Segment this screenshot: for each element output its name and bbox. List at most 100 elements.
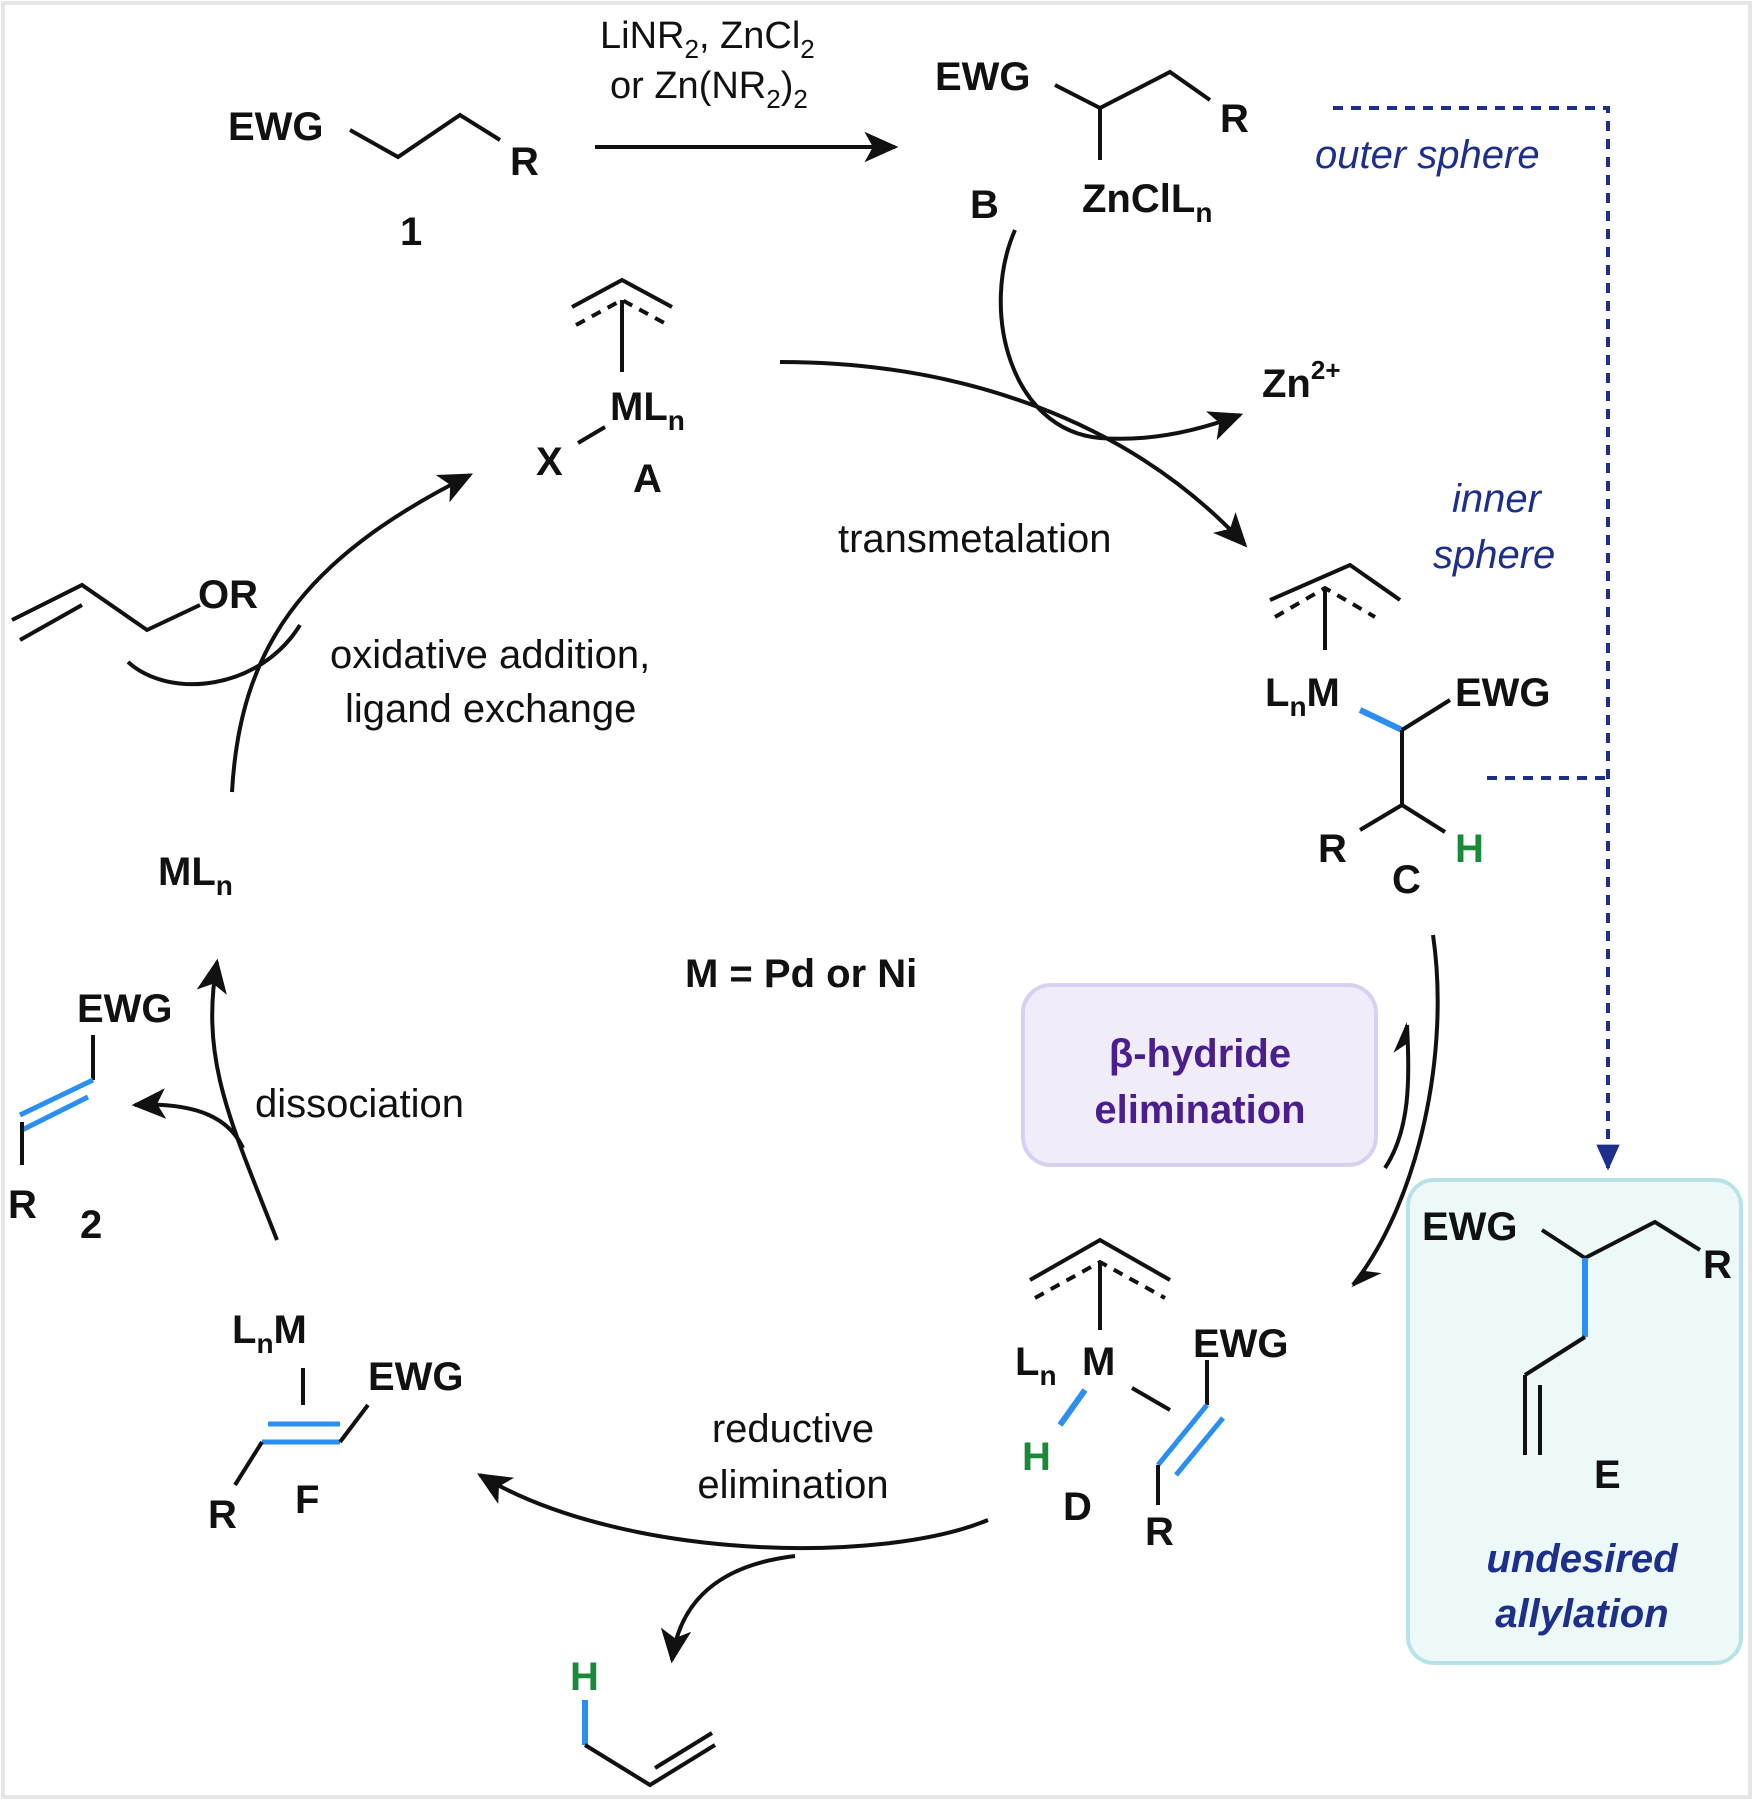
propene: H (570, 1655, 717, 1788)
compound-1-ewg: EWG (228, 105, 324, 149)
zn-byproduct: Zn2+ (1262, 355, 1341, 406)
complex-c-ewg: EWG (1455, 671, 1551, 715)
allyl-substrate-or: OR (198, 573, 258, 617)
inner-sphere-label-2: sphere (1433, 533, 1555, 577)
complex-f-ewg-bond (338, 1403, 370, 1444)
product-e-ewg: EWG (1422, 1205, 1518, 1249)
beta-reverse-arrow (1383, 1022, 1411, 1170)
complex-a-ml: MLn (610, 385, 685, 436)
compound-1-label: 1 (400, 210, 422, 254)
oxidative-addition-arrow (230, 473, 474, 793)
product-e-label: E (1594, 1453, 1621, 1497)
complex-a-allyl (571, 277, 673, 309)
reductive-label-1: reductive (712, 1407, 874, 1451)
metal-note: M = Pd or Ni (685, 952, 917, 996)
complex-a-label: A (633, 457, 662, 501)
allyl-substrate-double-bond (19, 603, 83, 642)
complex-c-h: H (1455, 827, 1484, 871)
product-e-box: EWG R E undesired allylation (1406, 1178, 1743, 1665)
transmetalation-arrow (779, 360, 1248, 548)
complex-c-lnm: LnM (1265, 671, 1340, 722)
compound-b: EWG R ZnClLn B (935, 55, 1249, 228)
complex-d-ewg: EWG (1193, 1322, 1289, 1366)
beta-hydride-box: β-hydride elimination (1021, 983, 1378, 1167)
propene-release-arrow (660, 1554, 796, 1664)
complex-d-alkene-a (1156, 1403, 1209, 1467)
dissociation-arrow (196, 958, 279, 1241)
complex-a: MLn X A (536, 277, 685, 501)
allyl-uptake-arrow (126, 623, 302, 687)
beta-hydride-line-1: β-hydride (1109, 1032, 1291, 1076)
product-2-r: R (8, 1183, 37, 1227)
complex-c-label: C (1392, 858, 1421, 902)
complex-c-allyl (1269, 562, 1402, 602)
allyl-substrate-chain (11, 582, 201, 633)
compound-b-r: R (1220, 97, 1249, 141)
product-2-label: 2 (80, 1203, 102, 1247)
complex-c-mc-bond (1358, 707, 1404, 733)
zn-release-arrow (998, 229, 1244, 441)
product-2-ewg: EWG (77, 987, 173, 1031)
product-e-chain (1540, 1219, 1702, 1261)
complex-c: LnM EWG R H C (1265, 562, 1551, 902)
complex-d-pi-bond (1130, 1386, 1172, 1412)
complex-f-label: F (295, 1478, 319, 1522)
reductive-label-2: elimination (697, 1463, 888, 1507)
oxidative-label-1: oxidative addition, (330, 633, 650, 677)
compound-b-label: B (970, 183, 999, 227)
allyl-substrate: OR (11, 573, 258, 642)
reagent-arrow-group: LiNR2, ZnCl2 or Zn(NR2)2 (595, 15, 899, 163)
product-2-release-arrow (131, 1088, 245, 1149)
complex-d-label: D (1063, 1485, 1092, 1529)
complex-d-mh-bond (1057, 1388, 1088, 1427)
complex-f-r: R (208, 1493, 237, 1537)
compound-b-chain (1054, 69, 1212, 111)
complex-f: LnM EWG R F (208, 1308, 464, 1537)
reagent-line-1: LiNR2, ZnCl2 (600, 15, 815, 64)
propene-double-bond (653, 1731, 714, 1770)
beta-forward-arrow (1351, 934, 1440, 1288)
complex-a-x: X (536, 440, 563, 484)
complex-d-m: M (1082, 1340, 1115, 1384)
complex-d-ln: Ln (1015, 1340, 1057, 1391)
complex-f-lnm: LnM (232, 1308, 307, 1359)
oxidative-label-2: ligand exchange (345, 687, 636, 731)
catalyst-mln: MLn (158, 850, 233, 901)
complex-d-alkene-b (1174, 1416, 1225, 1477)
compound-1-r: R (510, 140, 539, 184)
complex-d-allyl (1029, 1237, 1171, 1282)
complex-c-ewg-bond (1400, 698, 1452, 732)
complex-d: Ln M H EWG R D (1015, 1237, 1289, 1554)
outer-sphere-label: outer sphere (1315, 133, 1540, 177)
complex-c-r: R (1318, 827, 1347, 871)
transmetalation-label: transmetalation (838, 517, 1111, 561)
compound-1: EWG R 1 (228, 105, 539, 254)
complex-d-h: H (1022, 1435, 1051, 1479)
compound-b-zn: ZnClLn (1082, 177, 1212, 228)
product-e-caption-1: undesired (1486, 1537, 1679, 1581)
reductive-elimination-arrow (477, 1473, 989, 1551)
inner-sphere-label-1: inner (1452, 477, 1543, 521)
product-e-r: R (1703, 1243, 1732, 1287)
propene-chain (583, 1743, 717, 1788)
complex-f-r-bond (233, 1440, 264, 1487)
product-2-alkene-b (20, 1094, 90, 1133)
product-2: EWG R 2 (8, 987, 173, 1247)
reagent-line-2: or Zn(NR2)2 (610, 65, 808, 114)
beta-hydride-line-2: elimination (1094, 1088, 1305, 1132)
propene-h: H (570, 1655, 599, 1699)
outer-sphere-path (1333, 106, 1620, 1171)
complex-f-ewg: EWG (368, 1355, 464, 1399)
complex-a-x-bond (576, 425, 607, 445)
complex-c-branch (1358, 802, 1447, 834)
dissociation-label: dissociation (255, 1082, 464, 1126)
product-e-allyl-bond (1523, 1335, 1587, 1377)
compound-1-chain (349, 112, 502, 160)
complex-d-r: R (1145, 1510, 1174, 1554)
compound-b-ewg: EWG (935, 55, 1031, 99)
product-2-alkene-a (18, 1077, 95, 1118)
product-e-caption-2: allylation (1495, 1592, 1668, 1636)
